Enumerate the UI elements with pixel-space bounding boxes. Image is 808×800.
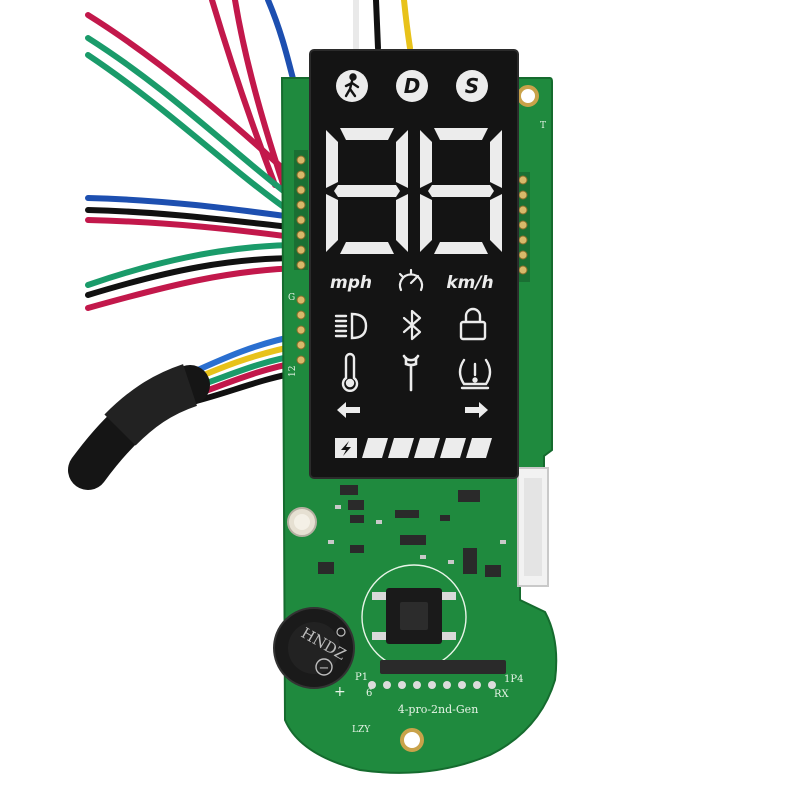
- mount-hole-top: [517, 85, 539, 107]
- sport-mode-icon: S: [465, 74, 479, 98]
- bottom-pad: [398, 681, 406, 689]
- mode-button-drive[interactable]: D: [396, 70, 428, 102]
- digit-1: [326, 128, 408, 254]
- left-arrow-icon: [337, 402, 360, 418]
- segment-c: [490, 194, 502, 252]
- battery-bar: [414, 438, 440, 458]
- wire-red-left-2: [85, 217, 303, 241]
- cable-shrink: [104, 364, 198, 446]
- thermometer-icon: [341, 352, 359, 392]
- battery-bar: [440, 438, 466, 458]
- header-12-label: 12: [288, 366, 298, 377]
- segment-d: [434, 242, 488, 254]
- bottom-pad: [413, 681, 421, 689]
- bottom-pads: [368, 681, 496, 689]
- tire-pressure-icon: [458, 358, 492, 390]
- mount-hole-bottom: [400, 728, 424, 752]
- wire-green-left-2: [85, 52, 298, 218]
- bottom-pad: [458, 681, 466, 689]
- wire-red-left-3: [85, 265, 303, 311]
- wire-blue-left: [85, 195, 303, 221]
- bluetooth-icon: [402, 309, 422, 341]
- buzzer-minus: −: [319, 661, 330, 676]
- lcd-display: [309, 49, 519, 479]
- mode-button-sport[interactable]: S: [456, 70, 488, 102]
- digit-2: [420, 128, 502, 254]
- battery-bar: [388, 438, 414, 458]
- mark-t-label: T: [540, 121, 546, 131]
- pad-p1-label: P1: [355, 672, 368, 683]
- walk-mode-icon: [344, 73, 360, 98]
- bottom-pad: [428, 681, 436, 689]
- segment-a: [340, 128, 394, 140]
- segment-e: [326, 194, 338, 252]
- light-sensor: [287, 507, 317, 537]
- bottom-pad: [368, 681, 376, 689]
- drive-mode-icon: D: [404, 74, 421, 98]
- wire-red-top-1: [209, 0, 278, 188]
- wire-black-left-2: [85, 255, 303, 298]
- side-connector-slot: [524, 478, 542, 576]
- bottom-pad: [488, 681, 496, 689]
- lock-icon: [459, 307, 487, 341]
- segment-g: [428, 185, 494, 197]
- pad-rx-label: RX: [494, 689, 510, 700]
- battery-bolt-icon: [335, 438, 357, 458]
- segment-f: [420, 130, 432, 188]
- mode-button-walk[interactable]: [336, 70, 368, 102]
- segment-g: [334, 185, 400, 197]
- lzy-label: LZY: [352, 725, 371, 735]
- segment-e: [420, 194, 432, 252]
- battery-bar: [362, 438, 388, 458]
- wire-harness: [85, 0, 413, 408]
- tactile-button[interactable]: [372, 588, 456, 644]
- wire-yellow-top: [401, 0, 413, 51]
- pin-header-left: [294, 150, 308, 365]
- bottom-pad: [443, 681, 451, 689]
- bottom-pad: [383, 681, 391, 689]
- smd-passives: [328, 505, 506, 564]
- headlight-icon: [334, 312, 368, 340]
- buzzer-plus: +: [334, 684, 346, 700]
- bottom-pad: [473, 681, 481, 689]
- speedometer-icon: [398, 268, 424, 292]
- speed-digits: [326, 128, 502, 254]
- segment-f: [326, 130, 338, 188]
- segment-a: [434, 128, 488, 140]
- wire-black-left: [85, 207, 303, 231]
- wire-green-left-1: [85, 35, 298, 203]
- smd-components: [318, 485, 501, 577]
- pad-1p4-label: 1P4: [504, 674, 523, 685]
- segment-c: [396, 194, 408, 252]
- wire-green-left-3: [85, 242, 303, 288]
- unit-mph: mph: [330, 273, 372, 293]
- wrench-icon: [402, 354, 420, 392]
- wire-black-top: [373, 0, 381, 51]
- segment-b: [490, 130, 502, 188]
- unit-kmh: km/h: [446, 273, 493, 293]
- segment-b: [396, 130, 408, 188]
- right-arrow-icon: [465, 402, 488, 418]
- board-label: 4-pro-2nd-Gen: [398, 703, 479, 716]
- header-g-label: G: [288, 293, 295, 303]
- battery-bar: [466, 438, 492, 458]
- wire-red-left-1: [85, 12, 293, 178]
- buzzer: HNDZ −: [273, 607, 355, 689]
- segment-d: [340, 242, 394, 254]
- pin-header-right: [516, 172, 530, 282]
- bottom-connector: [380, 660, 506, 674]
- pad-6-label: 6: [366, 688, 372, 699]
- battery-bars: [362, 438, 492, 458]
